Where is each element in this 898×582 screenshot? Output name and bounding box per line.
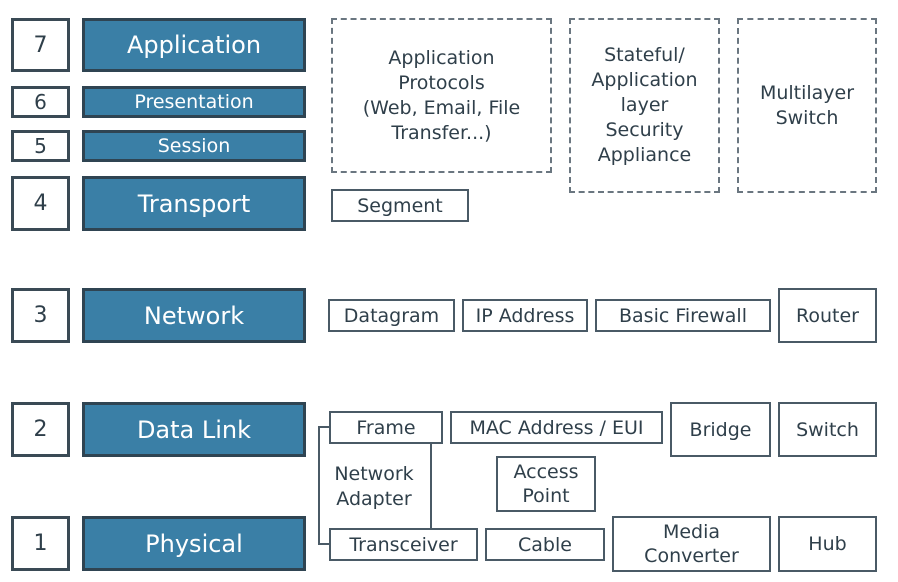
media-converter-box: Media Converter <box>612 516 771 572</box>
transceiver-box: Transceiver <box>329 528 478 561</box>
bridge-box: Bridge <box>670 402 771 457</box>
network-adapter-label: Network Adapter <box>334 463 414 510</box>
datagram-box: Datagram <box>328 299 455 332</box>
layer-data-link: Data Link <box>82 402 306 457</box>
layer-number-6: 6 <box>11 86 70 118</box>
layer-number-4: 4 <box>11 176 70 231</box>
security-appliance-box: Stateful/ Application layer Security App… <box>569 18 720 193</box>
layer-network: Network <box>82 288 306 343</box>
layer-session: Session <box>82 130 306 162</box>
frame-box: Frame <box>329 411 443 444</box>
layer-number-3: 3 <box>11 288 70 343</box>
application-protocols-box: Application Protocols (Web, Email, File … <box>331 18 552 173</box>
layer-physical: Physical <box>82 516 306 571</box>
layer-number-2: 2 <box>11 402 70 457</box>
adapter-bracket-line <box>318 426 330 545</box>
switch-box: Switch <box>778 402 877 457</box>
basic-firewall-box: Basic Firewall <box>595 299 771 332</box>
multilayer-switch-box: Multilayer Switch <box>737 18 877 193</box>
ip-address-box: IP Address <box>462 299 588 332</box>
layer-number-7: 7 <box>11 18 70 72</box>
layer-transport: Transport <box>82 176 306 231</box>
router-box: Router <box>778 288 877 343</box>
layer-number-1: 1 <box>11 516 70 571</box>
cable-box: Cable <box>485 528 605 561</box>
mac-address-box: MAC Address / EUI <box>450 411 663 444</box>
layer-presentation: Presentation <box>82 86 306 118</box>
layer-number-5: 5 <box>11 130 70 162</box>
access-point-box: Access Point <box>496 456 596 512</box>
segment-box: Segment <box>331 189 469 222</box>
hub-box: Hub <box>778 516 877 572</box>
layer-application: Application <box>82 18 306 72</box>
